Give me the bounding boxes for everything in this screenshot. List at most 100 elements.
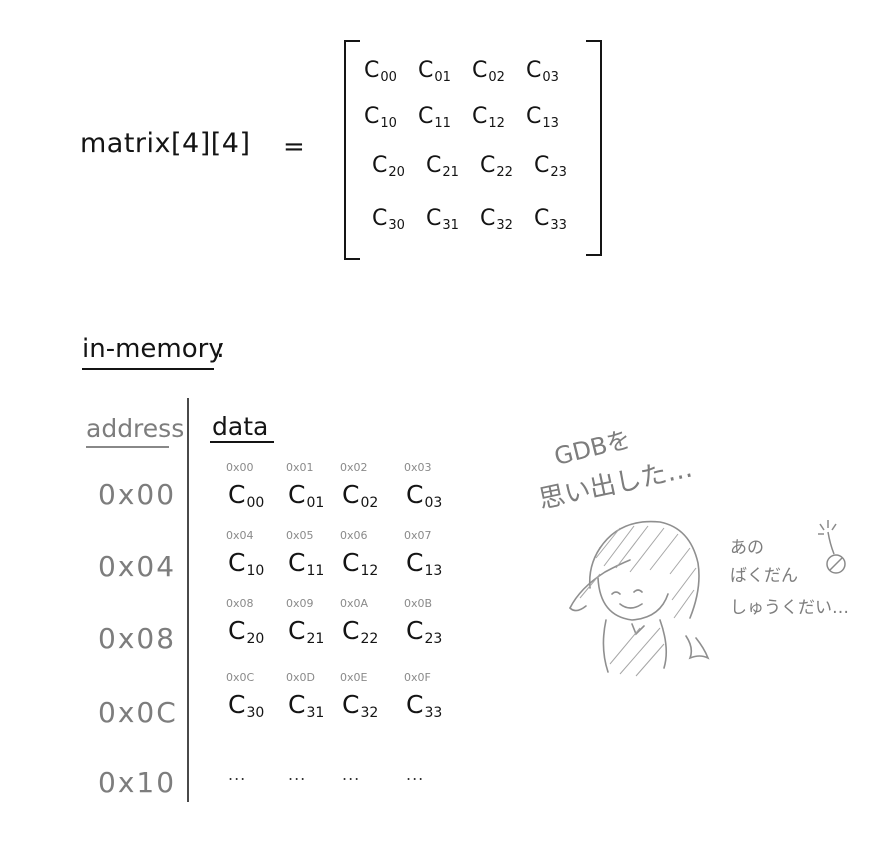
matrix-element: C22 — [480, 153, 513, 180]
in-memory-heading: in-memory — [82, 334, 224, 364]
matrix-element: C10 — [364, 104, 397, 131]
byte-offset-label: 0x03 — [404, 461, 432, 474]
note-line-2: ばくだん — [730, 566, 798, 586]
matrix-element: C32 — [480, 206, 513, 233]
matrix-element-subscript: 10 — [380, 116, 397, 131]
matrix-element: C03 — [526, 58, 559, 85]
byte-offset-label: 0x0C — [226, 671, 255, 684]
matrix-element-base: C — [534, 206, 550, 231]
data-cell-base: C — [342, 616, 360, 645]
data-cell: C23 — [406, 616, 442, 647]
girl-sketch-icon — [569, 520, 710, 677]
matrix-element-base: C — [472, 104, 488, 129]
byte-offset-label: 0x06 — [340, 529, 368, 542]
matrix-element-subscript: 22 — [496, 165, 513, 180]
data-cell-subscript: 10 — [246, 563, 265, 579]
data-cell-subscript: 00 — [246, 495, 265, 511]
data-cell-base: C — [406, 690, 424, 719]
data-cell: C01 — [288, 480, 324, 511]
address-header-underline — [86, 446, 169, 448]
data-cell-subscript: 01 — [306, 495, 325, 511]
matrix-element: C33 — [534, 206, 567, 233]
data-cell: C33 — [406, 690, 442, 721]
matrix-element-base: C — [418, 58, 434, 83]
matrix-element-subscript: 12 — [488, 116, 505, 131]
data-cell-subscript: 23 — [424, 631, 443, 647]
data-cell: C21 — [288, 616, 324, 647]
data-cell: C20 — [228, 616, 264, 647]
ellipsis-cell: ... — [406, 765, 424, 784]
heading-underline — [82, 368, 214, 370]
data-cell-subscript: 11 — [306, 563, 325, 579]
matrix-element: C21 — [426, 153, 459, 180]
column-divider — [187, 398, 189, 802]
data-cell: C11 — [288, 548, 324, 579]
matrix-element: C30 — [372, 206, 405, 233]
ellipsis-cell: ... — [228, 765, 246, 784]
data-cell-base: C — [228, 690, 246, 719]
matrix-element-subscript: 13 — [542, 116, 559, 131]
address-cell: 0x00 — [98, 478, 177, 511]
address-column-header: address — [86, 414, 185, 443]
data-cell-base: C — [288, 480, 306, 509]
data-cell-subscript: 32 — [360, 705, 379, 721]
matrix-element-base: C — [534, 153, 550, 178]
matrix-element-subscript: 01 — [434, 70, 451, 85]
matrix-element: C01 — [418, 58, 451, 85]
data-cell-subscript: 03 — [424, 495, 443, 511]
matrix-element: C11 — [418, 104, 451, 131]
matrix-left-bracket — [344, 40, 360, 260]
data-cell: C00 — [228, 480, 264, 511]
byte-offset-label: 0x0B — [404, 597, 433, 610]
data-cell-subscript: 02 — [360, 495, 379, 511]
data-cell-base: C — [228, 616, 246, 645]
note-line-3: しゅうくだい… — [730, 598, 849, 618]
address-cell: 0x10 — [98, 766, 177, 799]
data-cell-base: C — [288, 616, 306, 645]
bomb-icon — [818, 520, 846, 574]
data-cell-base: C — [288, 690, 306, 719]
data-cell-base: C — [406, 616, 424, 645]
matrix-element-base: C — [426, 206, 442, 231]
matrix-element-base: C — [472, 58, 488, 83]
byte-offset-label: 0x08 — [226, 597, 254, 610]
matrix-element-base: C — [480, 206, 496, 231]
data-cell-subscript: 12 — [360, 563, 379, 579]
data-cell-base: C — [406, 480, 424, 509]
byte-offset-label: 0x00 — [226, 461, 254, 474]
data-cell-base: C — [228, 548, 246, 577]
matrix-element-base: C — [418, 104, 434, 129]
byte-offset-label: 0x05 — [286, 529, 314, 542]
matrix-element-base: C — [526, 58, 542, 83]
byte-offset-label: 0x09 — [286, 597, 314, 610]
matrix-element-base: C — [364, 58, 380, 83]
byte-offset-label: 0x0A — [340, 597, 369, 610]
byte-offset-label: 0x02 — [340, 461, 368, 474]
matrix-element: C12 — [472, 104, 505, 131]
data-cell-base: C — [406, 548, 424, 577]
matrix-element-base: C — [480, 153, 496, 178]
data-cell-base: C — [342, 548, 360, 577]
data-cell: C22 — [342, 616, 378, 647]
ellipsis-cell-base: ... — [228, 765, 247, 784]
matrix-element-subscript: 00 — [380, 70, 397, 85]
matrix-element: C23 — [534, 153, 567, 180]
matrix-element-base: C — [426, 153, 442, 178]
ellipsis-cell-base: ... — [406, 765, 425, 784]
matrix-element: C31 — [426, 206, 459, 233]
data-cell-subscript: 33 — [424, 705, 443, 721]
matrix-element-base: C — [372, 206, 388, 231]
data-cell: C30 — [228, 690, 264, 721]
data-cell-subscript: 22 — [360, 631, 379, 647]
ellipsis-cell-base: ... — [288, 765, 307, 784]
data-header-underline — [210, 441, 274, 443]
data-cell-subscript: 30 — [246, 705, 265, 721]
byte-offset-label: 0x0D — [286, 671, 315, 684]
address-cell: 0x08 — [98, 622, 177, 655]
byte-offset-label: 0x0E — [340, 671, 368, 684]
matrix-element-base: C — [372, 153, 388, 178]
data-cell: C31 — [288, 690, 324, 721]
matrix-element-subscript: 02 — [488, 70, 505, 85]
matrix-element-subscript: 21 — [442, 165, 459, 180]
matrix-element-subscript: 33 — [550, 218, 567, 233]
